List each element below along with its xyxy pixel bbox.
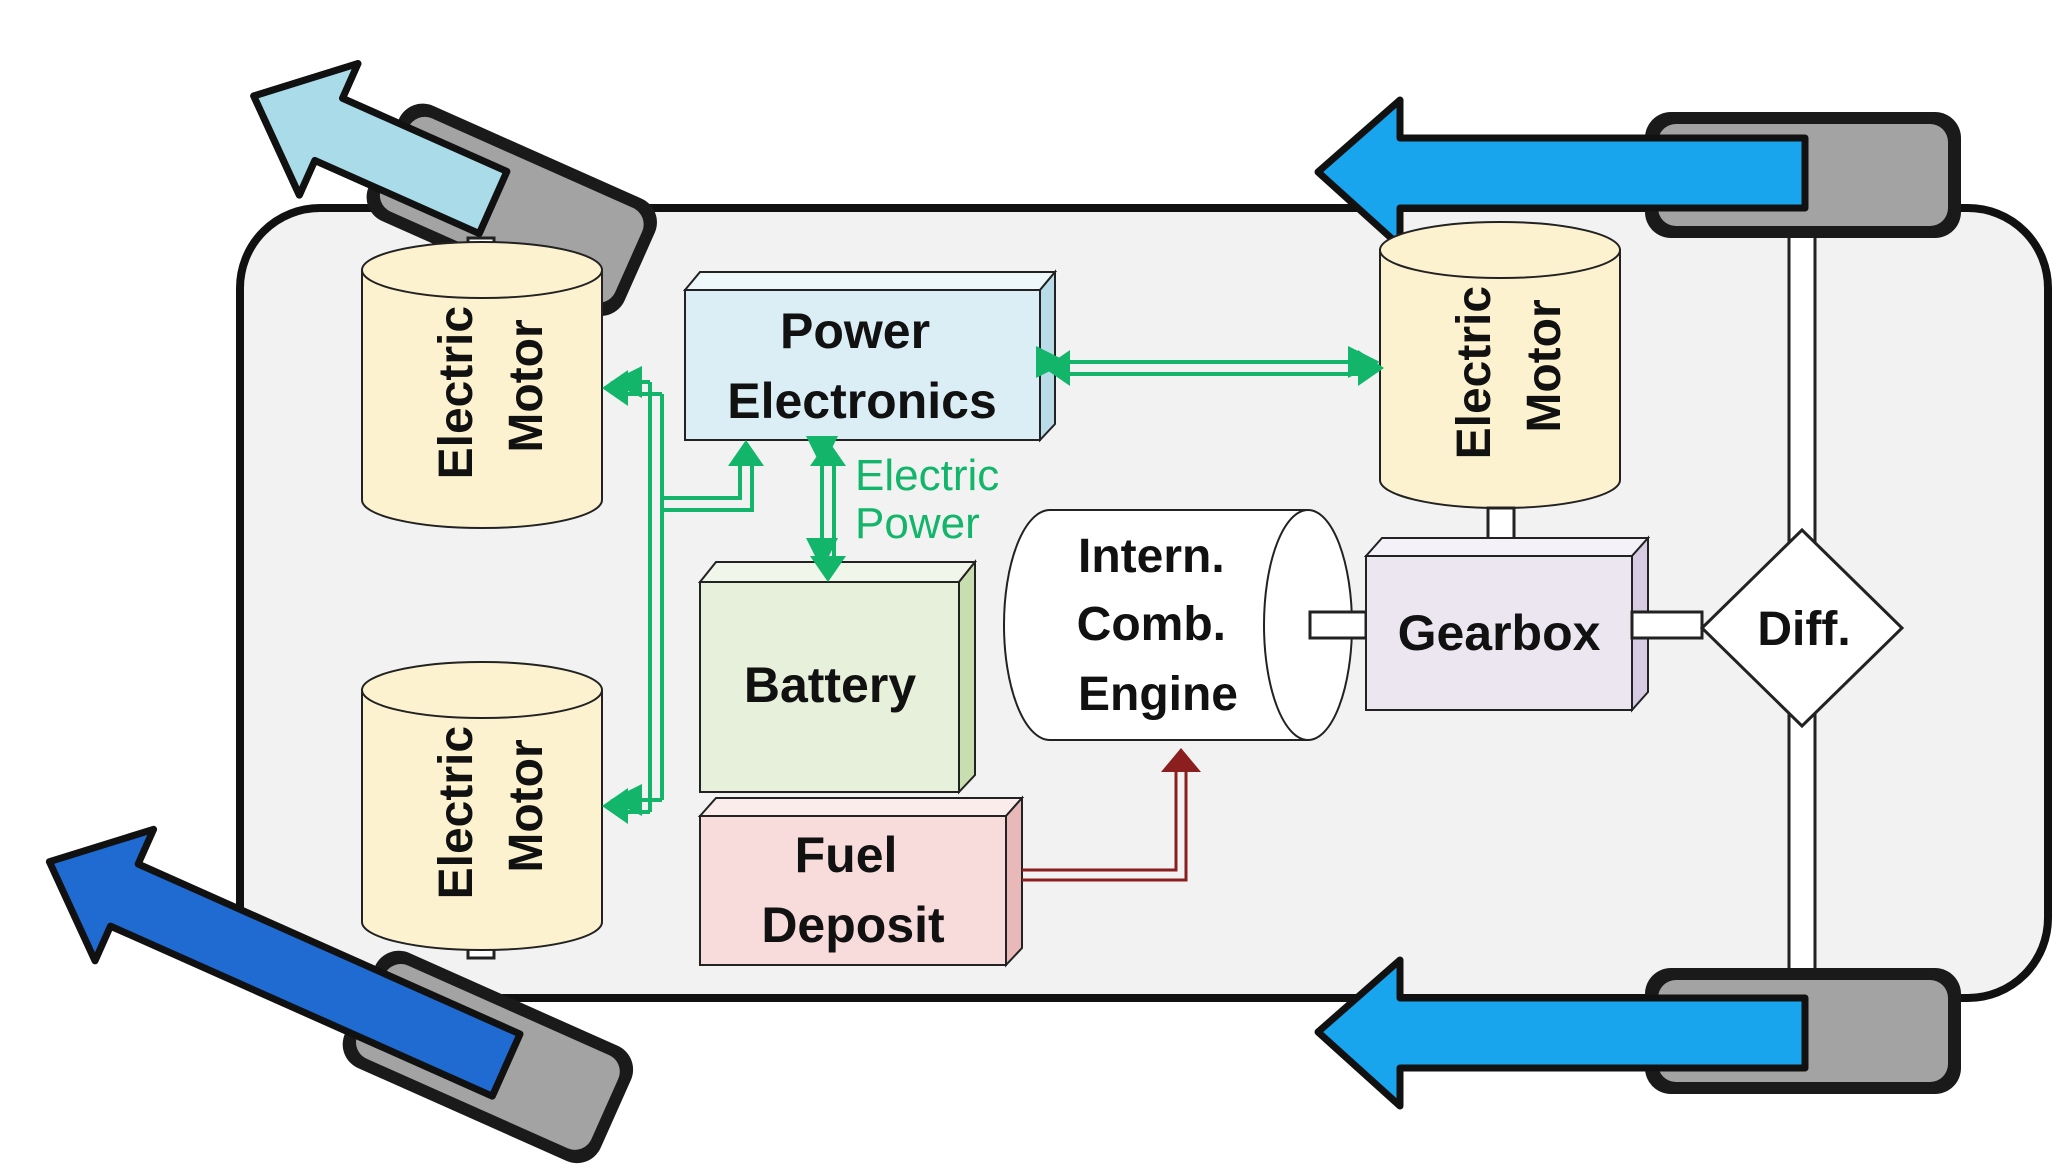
arrow-front-bottom	[45, 825, 524, 1100]
svg-text:Electric Motor: Electric Motor	[1448, 273, 1571, 460]
electric-motor-right: Electric Motor	[1379, 221, 1621, 509]
engine-line3: Engine	[1078, 668, 1238, 721]
motor-rear-left-line2: Motor	[500, 739, 553, 872]
combustion-engine: Intern. Comb. Engine	[1003, 509, 1353, 741]
power-electronics-line2: Electronics	[727, 373, 997, 429]
electric-flow-lines	[610, 346, 1380, 816]
fuel-flow-arrowhead	[1161, 748, 1201, 772]
engine-gearbox-shaft	[1308, 610, 1368, 640]
gearbox-label: Gearbox	[1398, 605, 1601, 661]
electric-motor-front-left: Electric Motor	[361, 241, 603, 529]
engine-line2: Comb.	[1077, 598, 1226, 651]
electric-power-line2: Power	[855, 499, 980, 548]
svg-text:Electric Motor: Electric Motor	[430, 293, 553, 480]
motor-rear-left-line1: Electric	[430, 726, 483, 899]
battery-label: Battery	[744, 657, 916, 713]
fuel-deposit-line1: Fuel	[795, 827, 898, 883]
wheel-front-bottom-group	[45, 825, 634, 1164]
fuel-deposit-box: Fuel Deposit	[697, 795, 1025, 968]
svg-text:Electric Motor: Electric Motor	[430, 713, 553, 900]
power-electronics-box: Power Electronics	[682, 269, 1058, 443]
gearbox-box: Gearbox	[1363, 535, 1651, 713]
fuel-deposit-line2: Deposit	[761, 897, 945, 953]
motor-front-left-line1: Electric	[430, 306, 483, 479]
fuel-flow-line	[1022, 770, 1188, 882]
electric-power-line1: Electric	[855, 451, 999, 500]
engine-line1: Intern.	[1078, 530, 1225, 583]
electric-motor-rear-left: Electric Motor	[361, 661, 603, 951]
battery-box: Battery	[697, 559, 978, 795]
motor-right-line1: Electric	[1448, 286, 1501, 459]
arrow-rear-bottom	[1314, 956, 1809, 1110]
motor-front-left-line2: Motor	[500, 319, 553, 452]
motor-right-line2: Motor	[1518, 299, 1571, 432]
svg-text:Fuel Deposit: Fuel Deposit	[761, 827, 945, 953]
svg-text:Intern. Comb. Engi: Intern. Comb. Engine	[1077, 530, 1240, 721]
gearbox-diff-shaft	[1630, 610, 1704, 640]
electric-power-label: Electric Power	[855, 451, 1011, 548]
electric-flow-arrowheads	[602, 350, 1384, 824]
differential-label: Diff.	[1757, 603, 1850, 656]
power-electronics-line1: Power	[780, 303, 930, 359]
svg-text:Power Electronics: Power Electronics	[727, 303, 997, 429]
differential: Diff.	[1699, 527, 1905, 729]
